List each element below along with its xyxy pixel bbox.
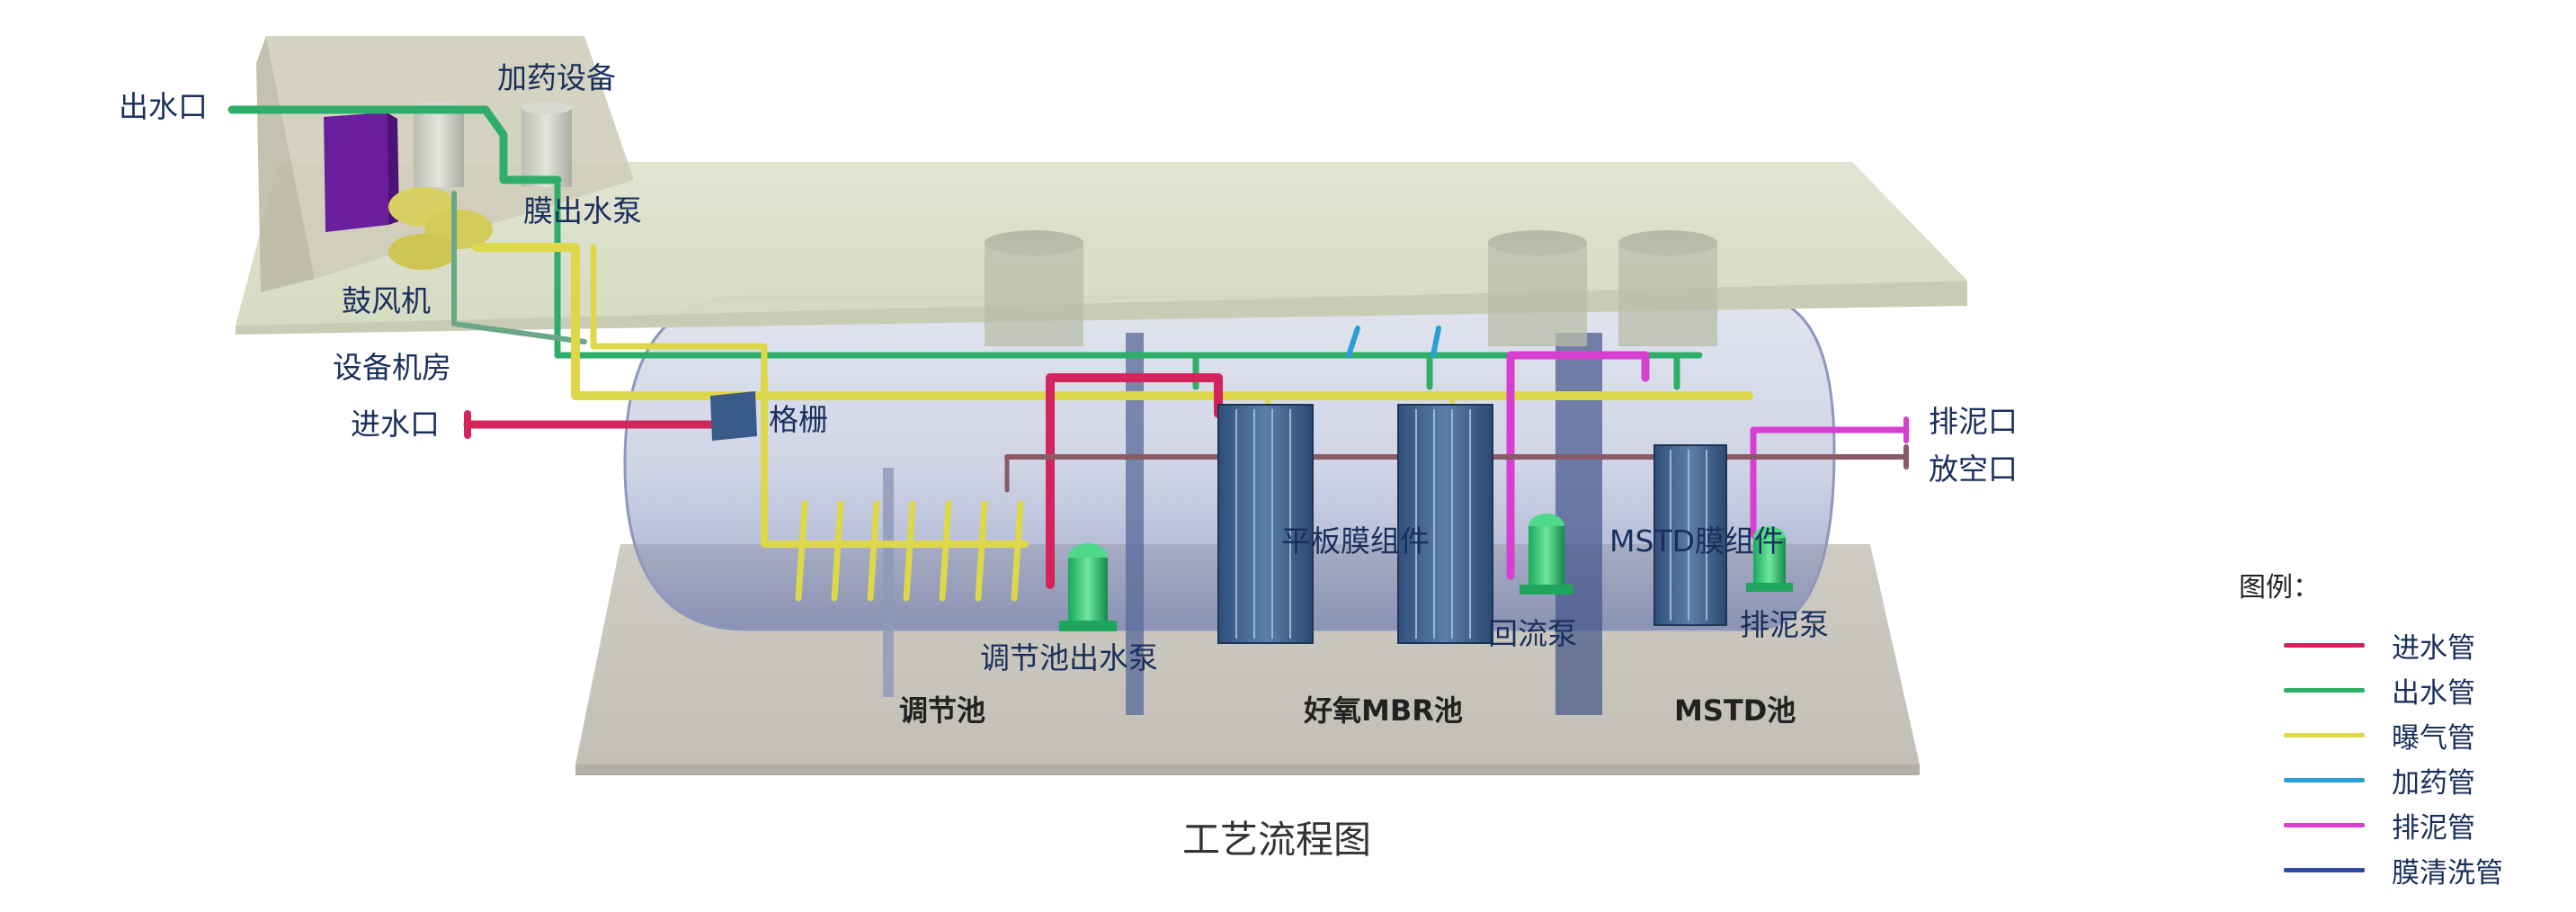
mbr-tank-label: 好氧MBR池 xyxy=(1304,693,1463,728)
legend-label: 膜清洗管 xyxy=(2392,856,2503,890)
legend-swatch xyxy=(2284,822,2365,827)
legend-item: 加药管 xyxy=(2239,757,2545,802)
legend-label: 加药管 xyxy=(2392,766,2475,800)
flat-membrane-label: 平板膜组件 xyxy=(1281,523,1430,559)
regulating-tank-label: 调节池 xyxy=(899,693,986,728)
drain-outlet-label: 放空口 xyxy=(1929,452,2018,487)
sludge-outlet-label: 排泥口 xyxy=(1929,404,2018,439)
legend-item: 曝气管 xyxy=(2239,712,2545,757)
grille-label: 格栅 xyxy=(769,402,828,437)
membrane-pump-label: 膜出水泵 xyxy=(523,193,642,228)
legend-item: 出水管 xyxy=(2239,667,2545,712)
diagram-title: 工艺流程图 xyxy=(1182,818,1372,862)
mstd-tank-label: MSTD池 xyxy=(1674,693,1796,728)
legend-items: 进水管出水管曝气管加药管排泥管膜清洗管 xyxy=(2239,622,2545,892)
aeration-pipe xyxy=(472,243,1753,400)
legend-label: 曝气管 xyxy=(2392,721,2475,755)
sludge-pump xyxy=(1746,526,1793,592)
legend-label: 排泥管 xyxy=(2392,811,2475,845)
equipment-room-label: 设备机房 xyxy=(333,350,451,385)
legend-item: 排泥管 xyxy=(2239,802,2545,847)
partition-wall-1 xyxy=(883,468,894,697)
legend-item: 膜清洗管 xyxy=(2239,847,2545,892)
return-pump xyxy=(1520,514,1573,595)
grille xyxy=(710,391,757,441)
dosing-equipment-label: 加药设备 xyxy=(497,60,616,95)
equipment-room xyxy=(256,36,634,292)
legend-swatch xyxy=(2284,777,2365,782)
legend-swatch xyxy=(2284,732,2365,738)
sludge-pump-label: 排泥泵 xyxy=(1740,607,1829,642)
flat-membrane-module-2 xyxy=(1397,404,1493,644)
partition-wall-2 xyxy=(1126,333,1144,715)
inlet-label: 进水口 xyxy=(351,407,440,442)
legend-label: 出水管 xyxy=(2392,676,2475,710)
regulating-pump-label: 调节池出水泵 xyxy=(980,640,1158,675)
legend-swatch xyxy=(2284,687,2365,693)
return-pump-label: 回流泵 xyxy=(1488,616,1577,651)
legend-title: 图例： xyxy=(2239,572,2320,604)
outlet-label: 出水口 xyxy=(119,89,208,124)
legend-swatch xyxy=(2284,642,2365,648)
pipes xyxy=(227,105,1910,637)
legend-swatch xyxy=(2284,867,2365,872)
top-slab xyxy=(236,162,1967,346)
legend: 图例： 进水管出水管曝气管加药管排泥管膜清洗管 xyxy=(2239,565,2545,892)
sludge-pipe xyxy=(1506,351,1650,580)
outlet-pipe xyxy=(227,105,562,184)
legend-item: 进水管 xyxy=(2239,622,2545,667)
mstd-membrane-label: MSTD膜组件 xyxy=(1609,523,1784,559)
legend-label: 进水管 xyxy=(2392,631,2475,665)
regulating-pump xyxy=(1059,543,1117,631)
blower-label: 鼓风机 xyxy=(342,283,431,318)
mstd-membrane-module xyxy=(1653,444,1727,626)
flat-membrane-module-1 xyxy=(1217,404,1314,644)
